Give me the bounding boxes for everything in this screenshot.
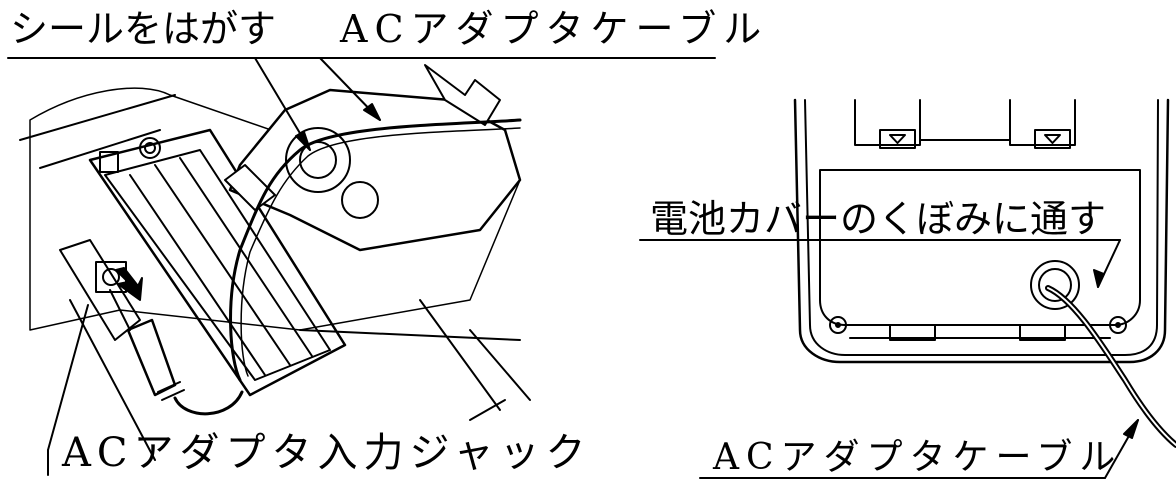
ac-cable-left-label: ACアダプタケーブル	[340, 7, 769, 51]
plug-cable	[173, 390, 244, 416]
cable-recess-outer	[1030, 260, 1080, 310]
housing-edge	[19, 94, 176, 141]
seal-hole-outer	[285, 127, 351, 193]
screw-boss-right	[1109, 316, 1127, 334]
body-outline	[793, 98, 1170, 364]
top-clip-left	[854, 99, 921, 146]
dc-plug-ring	[161, 389, 185, 401]
housing-edge	[469, 399, 506, 421]
bottom-tab	[1019, 324, 1066, 341]
housing-edge	[299, 329, 521, 341]
top-clip-right-tab	[1034, 129, 1071, 149]
ac-cable-top-inner	[240, 127, 521, 377]
terminal-tab	[99, 151, 119, 173]
cover-clip	[424, 64, 501, 126]
battery-compartment-inner	[104, 149, 331, 381]
pass-through-recess-label: 電池カバーのくぼみに通す	[650, 197, 1107, 241]
housing-edge	[419, 299, 501, 411]
battery-terminal	[144, 142, 156, 154]
cable-recess-inner	[1038, 268, 1072, 302]
housing-outline	[29, 87, 521, 331]
compartment-rib	[154, 164, 291, 366]
screw-boss-left-center	[835, 322, 841, 328]
ac-cable-left-arrowhead	[363, 103, 381, 121]
jack-arrow	[115, 267, 143, 301]
battery-terminal	[139, 137, 161, 159]
housing-side	[59, 239, 141, 341]
dc-plug-ring	[157, 381, 181, 393]
input-jack	[102, 268, 120, 286]
top-clip-left-tab	[879, 129, 916, 149]
right-device-illustration	[639, 98, 1176, 479]
ac-cable-right-core	[1047, 287, 1176, 446]
bottom-tab	[889, 324, 936, 341]
pass-arrowhead	[1093, 269, 1105, 288]
ac-cable-right-arrowhead	[1123, 419, 1139, 439]
housing-edge	[39, 129, 161, 169]
screw-boss-left	[829, 316, 847, 334]
peel-seal-label: シールをはがす	[10, 7, 277, 51]
compartment-rib	[179, 157, 313, 357]
battery-cover	[819, 169, 1141, 326]
dc-plug	[126, 318, 177, 397]
top-clip-right	[1009, 99, 1076, 146]
ac-cable-top	[229, 118, 522, 382]
left-device-illustration	[7, 57, 716, 476]
cover-hole	[341, 181, 379, 219]
jack-leader	[47, 304, 89, 451]
ac-input-jack-label: ACアダプタ入力ジャック	[62, 430, 592, 476]
top-clip-left-mark	[889, 134, 906, 144]
compartment-rib	[129, 174, 266, 376]
body-outline-inner	[804, 99, 1159, 356]
housing-side	[69, 299, 156, 461]
battery-compartment	[88, 128, 347, 397]
housing-edge	[469, 329, 531, 401]
peel-seal-arrowhead	[295, 131, 311, 151]
top-clip-right-mark	[1044, 134, 1061, 144]
ac-cable-right-label: ACアダプタケーブル	[713, 437, 1123, 478]
screw-boss-right-center	[1115, 322, 1121, 328]
plug-pin	[109, 289, 131, 331]
